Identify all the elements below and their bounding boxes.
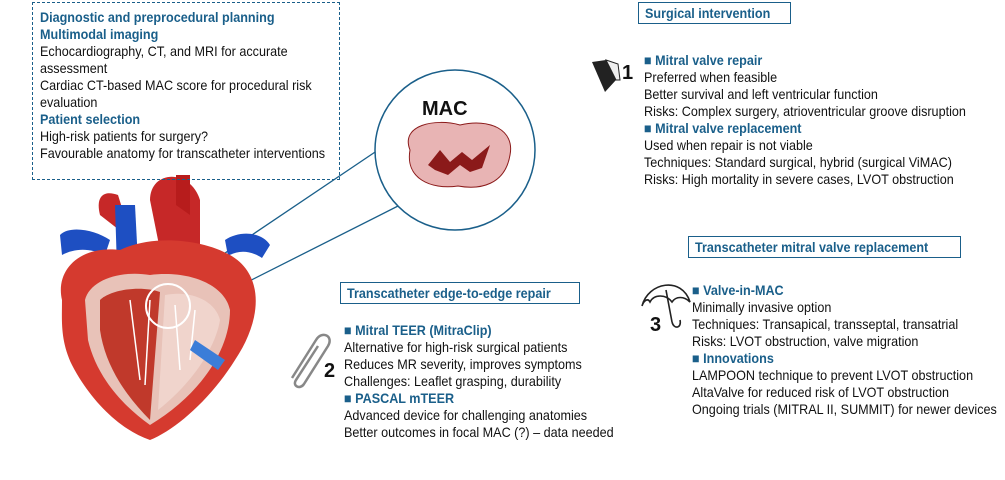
bullet-icon: ■: [344, 322, 352, 338]
planning-title: Diagnostic and preprocedural planning: [40, 9, 275, 25]
replacement-line-2: Techniques: Standard surgical, hybrid (s…: [644, 154, 952, 170]
repair-heading: ■ Mitral valve repair: [644, 52, 763, 68]
mac-label: MAC: [422, 98, 468, 120]
bullet-icon: ■: [644, 120, 652, 136]
bullet-icon: ■: [692, 350, 700, 366]
paperclip-icon-graphic: [290, 333, 331, 389]
tmvr-title: Transcatheter mitral valve replacement: [688, 236, 962, 258]
scalpel-icon-graphic: [592, 59, 621, 92]
vim-line-2: Techniques: Transapical, transseptal, tr…: [692, 316, 959, 332]
surgical-title: Surgical intervention: [638, 2, 792, 24]
heart-illustration: [60, 175, 270, 440]
replacement-heading: ■ Mitral valve replacement: [644, 120, 802, 136]
repair-line-2: Better survival and left ventricular fun…: [644, 86, 878, 102]
teer-title: Transcatheter edge-to-edge repair: [340, 282, 581, 304]
replacement-line-1: Used when repair is not viable: [644, 137, 813, 153]
repair-line-3: Risks: Complex surgery, atrioventricular…: [644, 103, 966, 119]
imaging-line-1: Echocardiography, CT, and MRI for accura…: [40, 43, 288, 76]
teer-number: 2: [324, 360, 336, 382]
surgical-number: 1: [622, 62, 634, 84]
innovations-line-2: AltaValve for reduced risk of LVOT obstr…: [692, 384, 950, 400]
planning-box: Diagnostic and preprocedural planning Mu…: [32, 2, 340, 180]
selection-line-1: High-risk patients for surgery?: [40, 128, 209, 144]
innovations-line-1: LAMPOON technique to prevent LVOT obstru…: [692, 367, 974, 383]
teer-section: ■ Mitral TEER (MitraClip) Alternative fo…: [344, 322, 644, 441]
vim-line-1: Minimally invasive option: [692, 299, 832, 315]
imaging-heading: Multimodal imaging: [40, 26, 159, 42]
tmvr-section: ■ Valve-in-MAC Minimally invasive option…: [692, 282, 1005, 418]
mac-annulus-illustration: [407, 122, 512, 188]
umbrella-icon-graphic: [641, 284, 691, 328]
bullet-icon: ■: [692, 282, 700, 298]
pascal-heading: ■ PASCAL mTEER: [344, 390, 455, 406]
mitral-teer-line-3: Challenges: Leaflet grasping, durability: [344, 373, 562, 389]
mitral-teer-line-1: Alternative for high-risk surgical patie…: [344, 339, 568, 355]
pascal-line-2: Better outcomes in focal MAC (?) – data …: [344, 424, 614, 440]
innovations-heading: ■ Innovations: [692, 350, 774, 366]
imaging-line-2: Cardiac CT-based MAC score for procedura…: [40, 77, 312, 110]
bullet-icon: ■: [344, 390, 352, 406]
mitral-teer-heading: ■ Mitral TEER (MitraClip): [344, 322, 492, 338]
vim-line-3: Risks: LVOT obstruction, valve migration: [692, 333, 919, 349]
tmvr-number: 3: [650, 314, 662, 336]
pascal-line-1: Advanced device for challenging anatomie…: [344, 407, 588, 423]
selection-line-2: Favourable anatomy for transcatheter int…: [40, 145, 326, 161]
mitral-teer-line-2: Reduces MR severity, improves symptoms: [344, 356, 582, 372]
bullet-icon: ■: [644, 52, 652, 68]
vim-heading: ■ Valve-in-MAC: [692, 282, 784, 298]
surgical-section: ■ Mitral valve repair Preferred when fea…: [644, 52, 1002, 188]
innovations-line-3: Ongoing trials (MITRAL II, SUMMIT) for n…: [692, 401, 997, 417]
repair-line-1: Preferred when feasible: [644, 69, 778, 85]
selection-heading: Patient selection: [40, 111, 141, 127]
replacement-line-3: Risks: High mortality in severe cases, L…: [644, 171, 954, 187]
